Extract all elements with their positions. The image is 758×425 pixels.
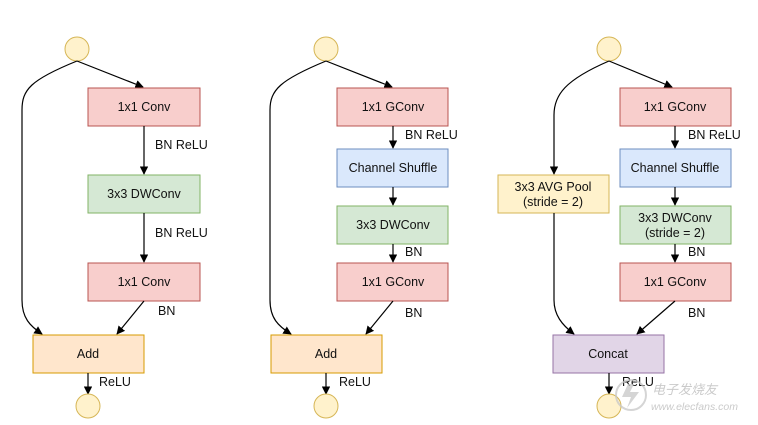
unit-3-shufflenet-stride2: 1x1 GConv BN ReLU Channel Shuffle 3x3 DW… — [497, 36, 741, 419]
edge-gconv-to-add — [365, 300, 394, 335]
output-node — [596, 393, 622, 419]
gconv-1x1-block — [336, 262, 449, 302]
dwconv-3x3-label: 3x3 DWConv — [107, 187, 181, 201]
avg-pool-label: 3x3 AVG Pool — [515, 180, 592, 194]
input-node — [64, 36, 90, 62]
dwconv-3x3-block — [336, 205, 449, 245]
edge-avgpool-to-concat — [553, 213, 575, 335]
edge-label: BN — [158, 304, 175, 318]
edge-label: BN — [405, 306, 422, 320]
dwconv-3x3-label: 3x3 DWConv — [356, 218, 430, 232]
dwconv-3x3-stride2-block — [619, 205, 732, 245]
edge-input-to-gconv — [608, 60, 673, 88]
add-label: Add — [77, 347, 99, 361]
channel-shuffle-label: Channel Shuffle — [349, 161, 438, 175]
dwconv-stride-label: (stride = 2) — [645, 226, 705, 240]
conv-1x1-label: 1x1 Conv — [118, 275, 172, 289]
gconv-1x1-label: 1x1 GConv — [644, 100, 707, 114]
watermark-logo-bolt-icon — [622, 384, 639, 408]
add-block — [32, 334, 145, 374]
dwconv-3x3-label: 3x3 DWConv — [638, 211, 712, 225]
edge-label: BN — [405, 245, 422, 259]
edge-label: BN ReLU — [155, 226, 208, 240]
dwconv-3x3-block — [87, 174, 201, 214]
edge-gconv-to-concat — [636, 300, 676, 335]
gconv-1x1-label: 1x1 GConv — [644, 275, 707, 289]
edge-input-to-gconv — [325, 60, 393, 89]
edge-label: BN — [688, 245, 705, 259]
add-label: Add — [315, 347, 337, 361]
channel-shuffle-block — [619, 148, 732, 188]
watermark-url: www.elecfans.com — [651, 401, 738, 413]
concat-block — [552, 334, 665, 374]
watermark-logo-icon — [615, 379, 647, 411]
input-node — [313, 36, 339, 62]
edge-conv-to-add — [116, 300, 145, 335]
gconv-1x1-block — [619, 262, 732, 302]
channel-shuffle-block — [336, 148, 449, 188]
edge-label: BN ReLU — [405, 128, 458, 142]
channel-shuffle-label: Channel Shuffle — [631, 161, 720, 175]
watermark-title: 电子发烧友 — [652, 382, 719, 397]
edge-label: ReLU — [99, 375, 131, 389]
output-node — [313, 393, 339, 419]
edge-label: BN ReLU — [688, 128, 741, 142]
gconv-1x1-label: 1x1 GConv — [362, 100, 425, 114]
output-node — [75, 393, 101, 419]
unit-2-shufflenet: 1x1 GConv BN ReLU Channel Shuffle 3x3 DW… — [269, 36, 458, 419]
shortcut-edge — [269, 60, 327, 335]
gconv-1x1-label: 1x1 GConv — [362, 275, 425, 289]
conv-1x1-block — [87, 87, 201, 127]
concat-label: Concat — [588, 347, 628, 361]
conv-1x1-block — [87, 262, 201, 302]
unit-1-resnet-bottleneck: 1x1 Conv BN ReLU 3x3 DWConv BN ReLU 1x1 … — [21, 36, 208, 419]
input-node — [596, 36, 622, 62]
edge-input-to-avgpool — [549, 60, 610, 175]
edge-label: ReLU — [339, 375, 371, 389]
gconv-1x1-block — [619, 87, 732, 127]
edge-label: BN — [688, 306, 705, 320]
edge-label: BN ReLU — [155, 138, 208, 152]
shortcut-edge — [21, 60, 78, 335]
avg-pool-3x3-block — [497, 174, 610, 214]
watermark: 电子发烧友 www.elecfans.com — [615, 379, 738, 413]
avg-pool-stride-label: (stride = 2) — [523, 195, 583, 209]
conv-1x1-label: 1x1 Conv — [118, 100, 172, 114]
edge-input-to-conv — [76, 60, 144, 89]
